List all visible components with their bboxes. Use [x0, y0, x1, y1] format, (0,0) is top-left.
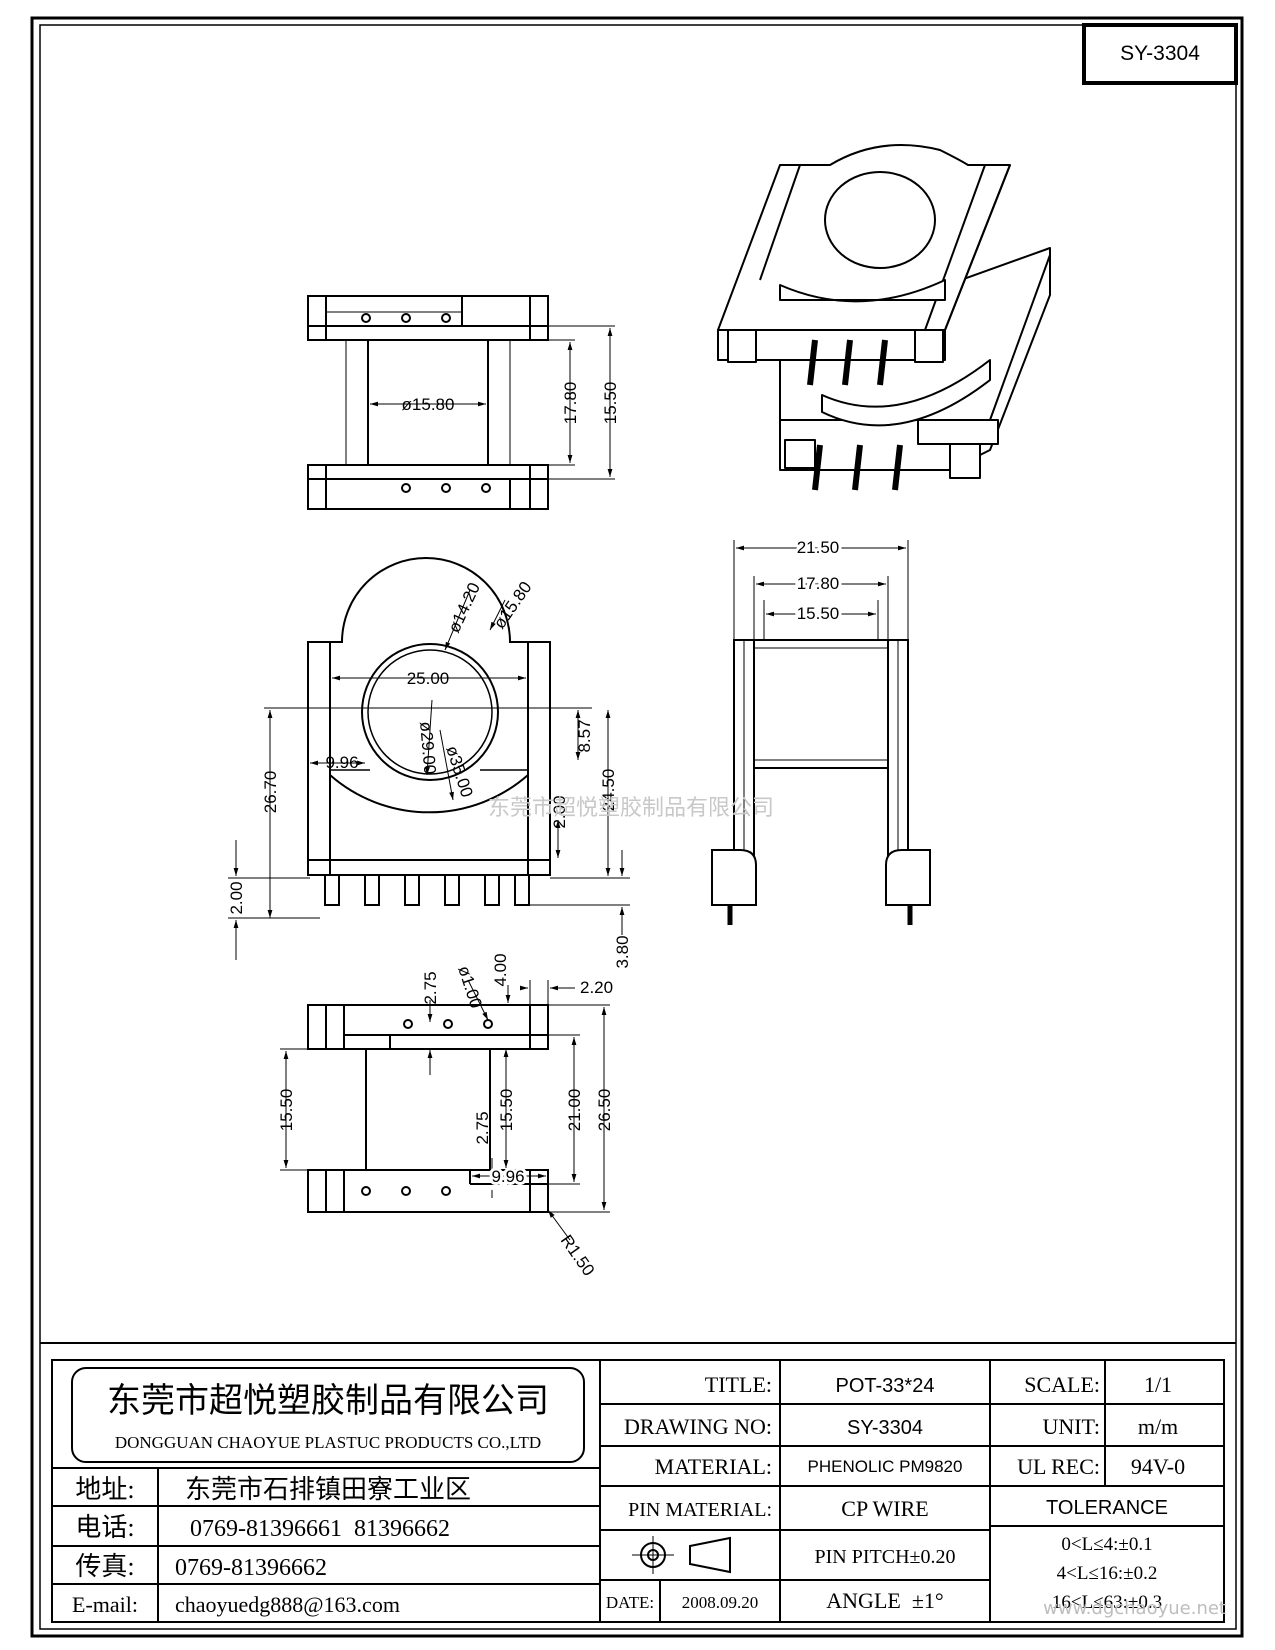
front-view: [228, 557, 630, 960]
material-value: PHENOLIC PM9820: [808, 1457, 963, 1476]
phone-label: 电话:: [75, 1513, 134, 1542]
watermark-url: www.dgchaoyue.net: [1043, 1598, 1226, 1619]
dim-bottom-9-96: 9.96: [491, 1167, 524, 1186]
bottom-view: [280, 979, 610, 1241]
dim-bottom-15-50-left: 15.50: [277, 1089, 296, 1132]
dim-front-26-70: 26.70: [261, 771, 280, 814]
tolerance-range-2: 4<L≤16:±0.2: [1057, 1563, 1158, 1584]
phone-value: 0769-81396661 81396662: [190, 1516, 450, 1542]
dim-bottom-2-20: 2.20: [580, 978, 613, 997]
dim-bottom-2-75-mid: 2.75: [473, 1111, 492, 1144]
unit-value: m/m: [1138, 1414, 1178, 1439]
dim-bottom-21-00: 21.00: [565, 1089, 584, 1132]
dim-front-9-96: 9.96: [325, 753, 358, 772]
company-name-cn: 东莞市超悦塑胶制品有限公司: [107, 1382, 549, 1420]
drawing-code: SY-3304: [1120, 42, 1200, 65]
dim-front-25-00: 25.00: [407, 669, 450, 688]
code-box: [1082, 23, 1238, 85]
email-value: chaoyuedg888@163.com: [175, 1592, 400, 1617]
side-view: [711, 540, 931, 925]
dim-front-24-50: 24.50: [599, 769, 618, 812]
address-label: 地址:: [75, 1475, 134, 1504]
drawing-no-label: DRAWING NO:: [624, 1414, 772, 1439]
tolerance-range-1: 0<L≤4:±0.1: [1061, 1534, 1152, 1555]
ul-rec-label: UL REC:: [1017, 1454, 1100, 1479]
dim-front-29-00: ø29.00: [416, 721, 440, 775]
tolerance-range-3: 16<L≤63:±0.3: [1052, 1592, 1162, 1613]
watermark-text: 东莞市超悦塑胶制品有限公司: [488, 796, 774, 821]
pin-pitch: PIN PITCH±0.20: [815, 1546, 956, 1568]
scale-value: 1/1: [1144, 1372, 1172, 1397]
date-label: DATE:: [606, 1593, 654, 1612]
dim-side-15-50: 15.50: [797, 604, 840, 623]
isometric-view: [717, 144, 1051, 491]
scale-label: SCALE:: [1024, 1372, 1100, 1397]
dim-side-21-50: 21.50: [797, 538, 840, 557]
material-label: MATERIAL:: [655, 1454, 772, 1479]
dim-top-17-80: 17.80: [561, 382, 580, 425]
dim-bottom-15-50-mid: 15.50: [497, 1089, 516, 1132]
tolerance-label: TOLERANCE: [1046, 1497, 1168, 1519]
unit-label: UNIT:: [1042, 1414, 1100, 1439]
dim-top-15-50: 15.50: [601, 382, 620, 425]
company-name-en: DONGGUAN CHAOYUE PLASTUC PRODUCTS CO.,LT…: [115, 1433, 541, 1452]
title-value: POT-33*24: [836, 1375, 935, 1397]
dim-front-2-00-left: 2.00: [227, 881, 246, 914]
fax-value: 0769-81396662: [175, 1555, 327, 1581]
dim-top-diameter: ø15.80: [402, 395, 455, 414]
dim-bottom-r1-50: R1.50: [557, 1231, 599, 1279]
angle-tolerance: ANGLE ±1°: [826, 1588, 943, 1613]
dim-bottom-26-50: 26.50: [595, 1089, 614, 1132]
dim-bottom-4-00: 4.00: [491, 953, 510, 986]
date-value: 2008.09.20: [682, 1593, 759, 1612]
dim-front-8-57: 8.57: [575, 719, 594, 752]
dim-bottom-2-75-top: 2.75: [421, 971, 440, 1004]
dim-bottom-1-00: ø1.00: [454, 963, 486, 1010]
email-label: E-mail:: [72, 1592, 138, 1617]
dim-front-2-00-right: 2.00: [550, 795, 569, 828]
fax-label: 传真:: [75, 1552, 134, 1581]
title-label: TITLE:: [705, 1372, 772, 1397]
ul-rec-value: 94V-0: [1131, 1454, 1185, 1479]
dim-side-17-80: 17.80: [797, 574, 840, 593]
dim-front-3-80: 3.80: [613, 935, 632, 968]
drawing-no-value: SY-3304: [847, 1417, 923, 1439]
pin-material-label: PIN MATERIAL:: [628, 1499, 772, 1521]
inner-border: [39, 24, 1237, 1630]
pin-material-value: CP WIRE: [841, 1496, 928, 1521]
outer-border: [30, 16, 1244, 1638]
address-value: 东莞市石排镇田寮工业区: [185, 1475, 471, 1504]
top-view: [307, 295, 615, 510]
title-block: [51, 1359, 1225, 1623]
